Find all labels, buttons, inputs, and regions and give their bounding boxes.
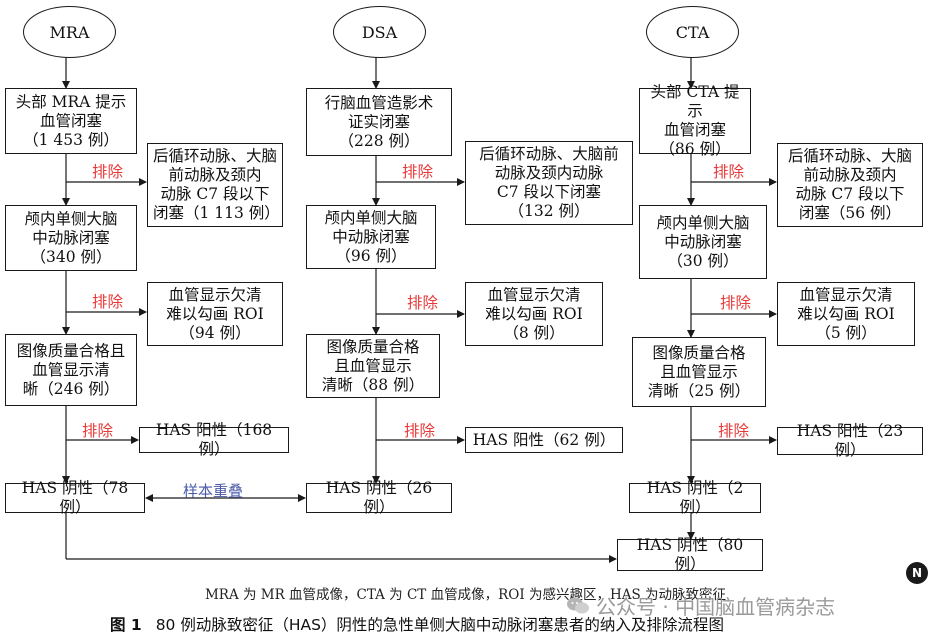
cta-exclude-label-3: 排除 bbox=[718, 422, 750, 440]
cta-step4-box: HAS 阴性（2 例） bbox=[629, 479, 761, 516]
cta-exclude1-text: 后循环动脉、大脑 前动脉及颈内 动脉 C7 段以下 闭塞（56 例） bbox=[787, 147, 912, 222]
dsa-step1-text: 行脑血管造影术 证实闭塞 （228 例） bbox=[324, 93, 434, 150]
cta-step1-box: 头部 CTA 提示 血管闭塞 （86 例） bbox=[639, 83, 751, 158]
dsa-exclude2-text: 血管显示欠清 难以勾画 ROI （8 例） bbox=[485, 285, 583, 342]
mra-step1-text: 头部 MRA 提示 血管闭塞 （1 453 例） bbox=[15, 92, 127, 149]
mra-step2-text: 颅内单侧大脑 中动脉闭塞 （340 例） bbox=[24, 209, 118, 266]
mra-exclude2-text: 血管显示欠清 难以勾画 ROI （94 例） bbox=[166, 285, 264, 342]
mra-exclude3-box: HAS 阳性（168 例） bbox=[139, 421, 289, 458]
dsa-exclude-label-2: 排除 bbox=[407, 294, 439, 312]
watermark: 公众号 · 中国脑血管病杂志 bbox=[566, 591, 835, 620]
figure-caption: 图 1 80 例动脉致密征（HAS）阴性的急性单侧大脑中动脉闭塞患者的纳入及排除流… bbox=[110, 613, 724, 635]
mra-exclude1-text: 后循环动脉、大脑 前动脉及颈内 动脉 C7 段以下 闭塞（1 113 例） bbox=[153, 147, 280, 222]
caption-text: 80 例动脉致密征（HAS）阴性的急性单侧大脑中动脉闭塞患者的纳入及排除流程图 bbox=[155, 616, 724, 634]
dsa-step2-box: 颅内单侧大脑 中动脉闭塞 （96 例） bbox=[306, 205, 436, 269]
caption-number: 图 1 bbox=[110, 616, 142, 634]
cta-step3-box: 图像质量合格 且血管显示 清晰（25 例） bbox=[632, 337, 766, 407]
figure-note: MRA 为 MR 血管成像，CTA 为 CT 血管成像，ROI 为感兴趣区，HA… bbox=[204, 587, 727, 603]
mra-step4-text: HAS 阴性（78 例） bbox=[21, 479, 129, 516]
cta-exclude2-text: 血管显示欠清 难以勾画 ROI （5 例） bbox=[797, 285, 895, 342]
dsa-exclude2-box: 血管显示欠清 难以勾画 ROI （8 例） bbox=[465, 282, 603, 346]
journal-logo: N bbox=[906, 562, 928, 584]
cta-step2-box: 颅内单侧大脑 中动脉闭塞 （30 例） bbox=[639, 205, 767, 279]
dsa-step4-box: HAS 阴性（26 例） bbox=[306, 479, 452, 516]
mra-exclude3-text: HAS 阳性（168 例） bbox=[155, 421, 273, 458]
cta-exclude2-box: 血管显示欠清 难以勾画 ROI （5 例） bbox=[777, 282, 915, 346]
mra-exclude-label-3: 排除 bbox=[82, 422, 114, 440]
overlap-label: 样本重叠 bbox=[183, 482, 244, 500]
mra-exclude-label-1: 排除 bbox=[92, 163, 124, 181]
watermark-text: 公众号 · 中国脑血管病杂志 bbox=[596, 595, 836, 619]
cta-exclude3-box: HAS 阳性（23 例） bbox=[777, 422, 923, 459]
mra-step3-box: 图像质量合格且 血管显示清 晰（246 例） bbox=[5, 334, 137, 406]
mra-step2-box: 颅内单侧大脑 中动脉闭塞 （340 例） bbox=[5, 205, 137, 271]
dsa-step3-box: 图像质量合格 且血管显示 清晰（88 例） bbox=[306, 334, 440, 398]
mra-step3-text: 图像质量合格且 血管显示清 晰（246 例） bbox=[16, 341, 126, 398]
dsa-exclude-label-3: 排除 bbox=[404, 422, 436, 440]
dsa-exclude3-box: HAS 阳性（62 例） bbox=[465, 427, 623, 453]
cta-exclude3-text: HAS 阳性（23 例） bbox=[796, 422, 904, 459]
mra-exclude2-box: 血管显示欠清 难以勾画 ROI （94 例） bbox=[147, 282, 283, 346]
cta-step1-text: 头部 CTA 提示 血管闭塞 （86 例） bbox=[650, 83, 740, 158]
mra-step1-box: 头部 MRA 提示 血管闭塞 （1 453 例） bbox=[5, 88, 137, 154]
dsa-header: DSA bbox=[333, 6, 426, 58]
cta-exclude-label-1: 排除 bbox=[713, 163, 745, 181]
dsa-exclude-label-1: 排除 bbox=[402, 163, 434, 181]
mra-header: MRA bbox=[23, 6, 116, 58]
final-text: HAS 阴性（80 例） bbox=[636, 536, 744, 573]
cta-header: CTA bbox=[646, 6, 739, 58]
final-box: HAS 阴性（80 例） bbox=[617, 536, 763, 573]
cta-exclude1-box: 后循环动脉、大脑 前动脉及颈内 动脉 C7 段以下 闭塞（56 例） bbox=[777, 143, 923, 227]
cta-step3-text: 图像质量合格 且血管显示 清晰（25 例） bbox=[647, 343, 751, 400]
cta-step4-text: HAS 阴性（2 例） bbox=[646, 479, 744, 516]
dsa-step2-text: 颅内单侧大脑 中动脉闭塞 （96 例） bbox=[324, 208, 418, 265]
mra-exclude-label-2: 排除 bbox=[92, 293, 124, 311]
wechat-icon bbox=[567, 597, 589, 613]
mra-exclude1-box: 后循环动脉、大脑 前动脉及颈内 动脉 C7 段以下 闭塞（1 113 例） bbox=[147, 143, 283, 227]
dsa-step3-text: 图像质量合格 且血管显示 清晰（88 例） bbox=[321, 337, 425, 394]
dsa-exclude1-text: 后循环动脉、大脑前 动脉及颈内动脉 C7 段以下闭塞 （132 例） bbox=[479, 145, 619, 220]
dsa-step1-box: 行脑血管造影术 证实闭塞 （228 例） bbox=[306, 88, 452, 156]
dsa-step4-text: HAS 阴性（26 例） bbox=[325, 479, 433, 516]
dsa-exclude1-box: 后循环动脉、大脑前 动脉及颈内动脉 C7 段以下闭塞 （132 例） bbox=[465, 141, 633, 225]
cta-exclude-label-2: 排除 bbox=[720, 294, 752, 312]
dsa-exclude3-text: HAS 阳性（62 例） bbox=[472, 430, 616, 449]
mra-step4-box: HAS 阴性（78 例） bbox=[5, 479, 145, 516]
cta-step2-text: 颅内单侧大脑 中动脉闭塞 （30 例） bbox=[656, 213, 750, 270]
